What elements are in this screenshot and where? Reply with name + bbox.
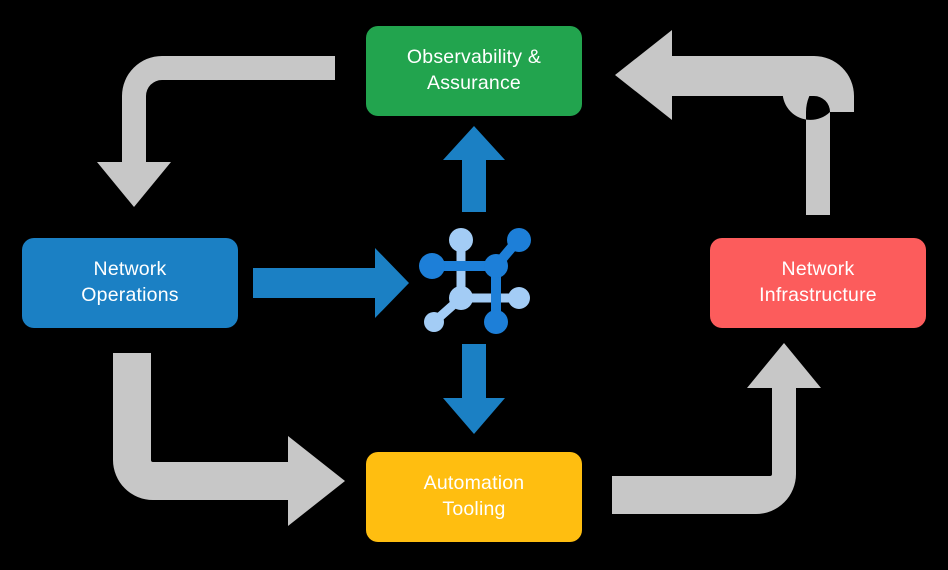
stage-label-network-infrastructure: Network Infrastructure [759,258,877,306]
stage-box-network-infrastructure[interactable]: Network Infrastructure [710,238,926,328]
node-hub [484,254,508,278]
arrow-infrastructure-to-observability-tail [615,30,854,215]
arrow-infrastructure-to-observability [782,72,846,215]
node-middle-right [508,287,530,309]
arrow-automation-to-infrastructure [612,343,821,514]
node-top-left [449,228,473,252]
node-left [419,253,445,279]
node-bottom-left [424,312,444,332]
arrow-center-to-observability [443,126,505,212]
arrow-observability-to-operations [97,56,335,207]
node-top-right [507,228,531,252]
stage-box-automation-tooling[interactable]: Automation Tooling [366,452,582,542]
stage-label-automation-tooling: Automation Tooling [423,472,525,520]
network-nodes-light [424,228,530,332]
network-topology-icon [419,228,531,334]
arrow-operations-to-center [253,248,409,318]
node-bottom-center [484,310,508,334]
stage-box-network-operations[interactable]: Network Operations [22,238,238,328]
arrow-operations-to-automation [113,353,345,526]
node-center-left [449,286,473,310]
network-nodes-dark [419,228,531,334]
stage-box-observability[interactable]: Observability & Assurance [366,26,582,116]
stage-label-network-operations: Network Operations [81,258,179,306]
stage-label-observability: Observability & Assurance [406,46,542,94]
arrow-center-to-automation [443,344,505,434]
